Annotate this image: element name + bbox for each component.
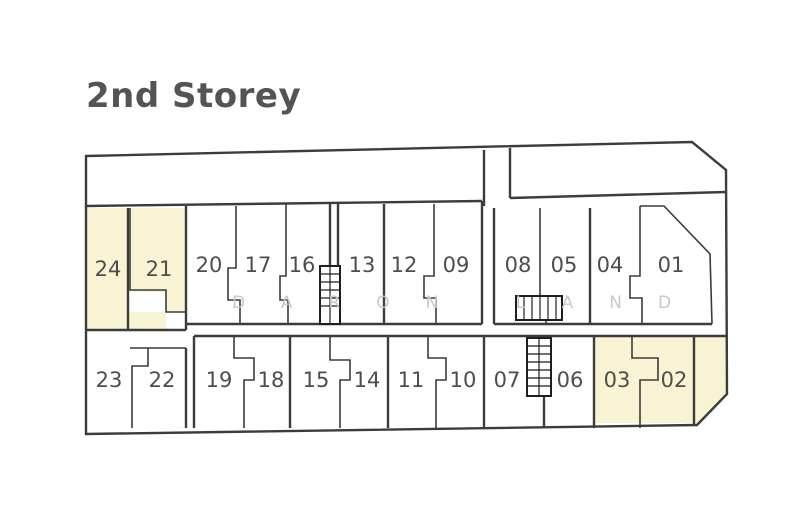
unit-label-12[interactable]: 12 bbox=[391, 253, 418, 277]
unit-label-01[interactable]: 01 bbox=[658, 253, 685, 277]
unit-label-20[interactable]: 20 bbox=[196, 253, 223, 277]
unit-label-19[interactable]: 19 bbox=[206, 368, 233, 392]
stairwell-lower bbox=[526, 337, 552, 397]
unit-label-07[interactable]: 07 bbox=[494, 368, 521, 392]
unit-label-04[interactable]: 04 bbox=[597, 253, 624, 277]
unit-label-03[interactable]: 03 bbox=[604, 368, 631, 392]
unit-label-22[interactable]: 22 bbox=[149, 368, 176, 392]
unit-label-02[interactable]: 02 bbox=[661, 368, 688, 392]
unit-label-23[interactable]: 23 bbox=[96, 368, 123, 392]
unit-label-16[interactable]: 16 bbox=[289, 253, 316, 277]
unit-label-24[interactable]: 24 bbox=[95, 257, 122, 281]
unit-labels: 24 21 20 17 16 13 12 09 08 05 04 01 23 2… bbox=[95, 253, 688, 392]
stairwell-left bbox=[319, 265, 341, 325]
unit-label-05[interactable]: 05 bbox=[551, 253, 578, 277]
page-title: 2nd Storey bbox=[86, 76, 302, 116]
unit-label-14[interactable]: 14 bbox=[354, 368, 381, 392]
watermark: DARON LAND bbox=[232, 293, 707, 313]
unit-label-06[interactable]: 06 bbox=[557, 368, 584, 392]
unit-label-10[interactable]: 10 bbox=[450, 368, 477, 392]
unit-label-21[interactable]: 21 bbox=[146, 257, 173, 281]
unit-label-13[interactable]: 13 bbox=[349, 253, 376, 277]
unit-label-09[interactable]: 09 bbox=[443, 253, 470, 277]
unit-label-11[interactable]: 11 bbox=[398, 368, 425, 392]
highlighted-units bbox=[87, 208, 728, 424]
unit-label-18[interactable]: 18 bbox=[258, 368, 285, 392]
building-outline bbox=[84, 140, 729, 436]
corridor-walls bbox=[85, 148, 727, 338]
unit-label-15[interactable]: 15 bbox=[303, 368, 330, 392]
stairwell-centre bbox=[515, 295, 563, 321]
unit-label-17[interactable]: 17 bbox=[245, 253, 272, 277]
upper-row-walls bbox=[126, 201, 713, 330]
unit-label-08[interactable]: 08 bbox=[505, 253, 532, 277]
